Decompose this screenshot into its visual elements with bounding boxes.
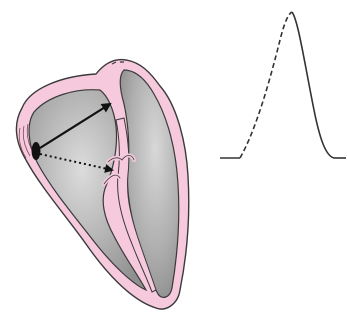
waveform-falling-segment	[292, 12, 334, 158]
action-potential-waveform	[220, 12, 346, 158]
waveform-rising-segment	[240, 12, 292, 158]
pacing-lead-icon	[32, 142, 41, 160]
